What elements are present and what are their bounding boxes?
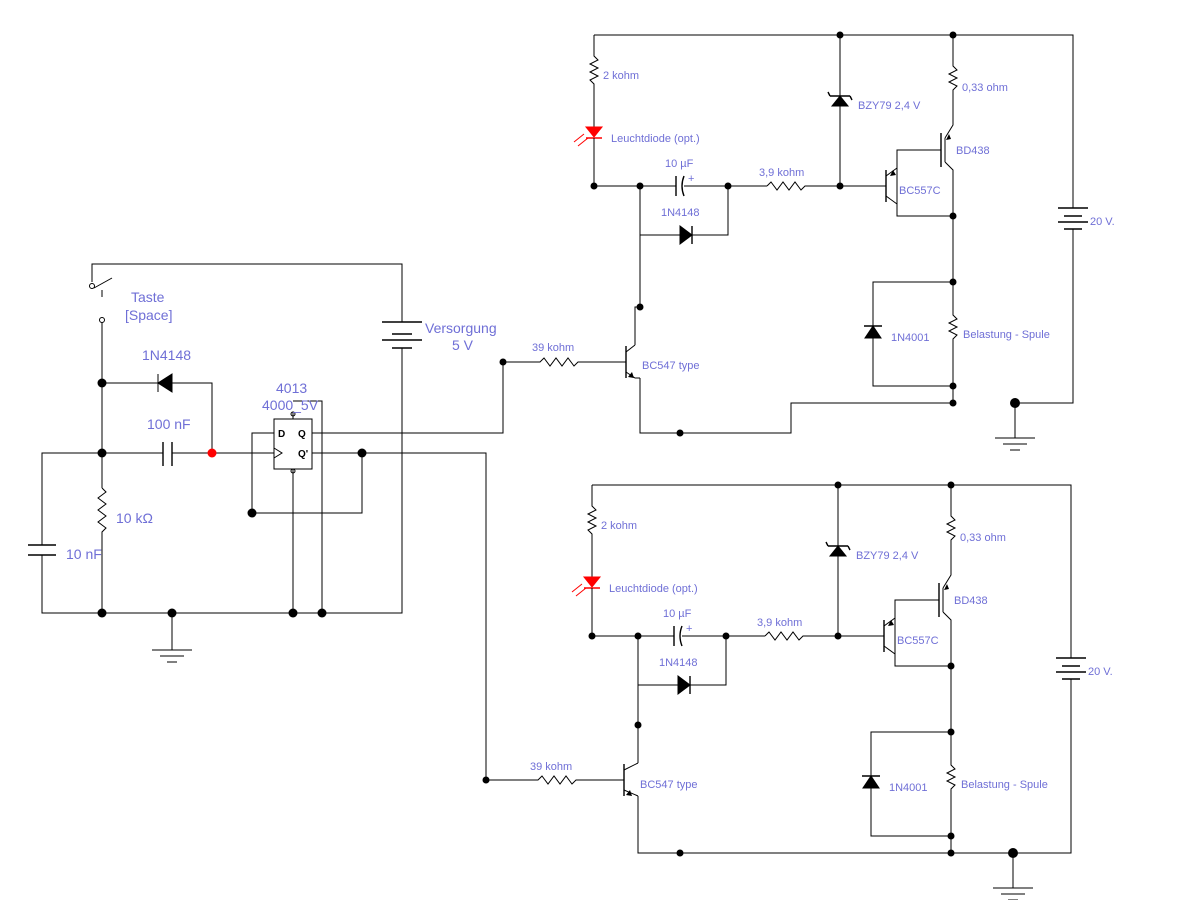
r-base-label: 3,9 kohm [759, 167, 804, 179]
load-label: Belastung - Spule [961, 779, 1048, 791]
trigger-diode [102, 373, 213, 453]
r-led-label: 2 kohm [601, 520, 637, 532]
supply-voltage: 5 V [452, 337, 474, 353]
trigger-node [207, 448, 217, 458]
ground-left [152, 613, 192, 663]
zener-label: BZY79 2,4 V [858, 100, 921, 112]
coupling-capacitor [102, 442, 274, 466]
pin-qn: Q' [298, 449, 308, 460]
pull-resistor-label: 10 kΩ [116, 510, 153, 526]
driver-stage-top: 2 kohm Leuchtdiode (opt.) 10 µF + 1N4148… [503, 31, 1115, 451]
battery-label: 20 V. [1090, 216, 1115, 228]
trigger-diode-label: 1N4148 [142, 347, 191, 363]
ic-label-2: 4000_5V [262, 397, 319, 413]
t-power-label: BD438 [956, 145, 990, 157]
t-input-label: BC547 type [642, 360, 699, 372]
battery-label: 20 V. [1088, 666, 1113, 678]
zener-label: BZY79 2,4 V [856, 550, 919, 562]
switch-label-1: Taste [131, 289, 165, 305]
cap-label: 10 µF [665, 158, 694, 170]
freewheel-label: 1N4001 [889, 782, 928, 794]
pin-q: Q [298, 429, 306, 440]
r-emitter-label: 0,33 ohm [960, 532, 1006, 544]
coupling-capacitor-label: 100 nF [147, 416, 191, 432]
supply-label: Versorgung [425, 320, 497, 336]
load-label: Belastung - Spule [963, 329, 1050, 341]
switch-label-2: [Space] [125, 307, 172, 323]
supply-battery [102, 318, 422, 614]
timing-capacitor-label: 10 nF [66, 546, 102, 562]
r-base-label: 3,9 kohm [757, 617, 802, 629]
led-label: Leuchtdiode (opt.) [611, 133, 700, 145]
r-emitter-label: 0,33 ohm [962, 82, 1008, 94]
ic-label-1: 4013 [276, 380, 307, 396]
timing-capacitor [28, 452, 102, 614]
pull-resistor [97, 487, 107, 613]
r-input-label: 39 kohm [532, 342, 574, 354]
r-led-label: 2 kohm [603, 70, 639, 82]
freewheel-label: 1N4001 [891, 332, 930, 344]
diode-label: 1N4148 [661, 207, 700, 219]
cap-label: 10 µF [663, 608, 692, 620]
diode-label: 1N4148 [659, 657, 698, 669]
cap-plus: + [686, 623, 692, 635]
t-driver-label: BC557C [899, 185, 941, 197]
push-switch[interactable] [89, 263, 403, 383]
led-label: Leuchtdiode (opt.) [609, 583, 698, 595]
driver-stage-bottom: 2 kohm Leuchtdiode (opt.) 10 µF + 1N4148… [503, 481, 1113, 900]
cap-plus: + [688, 173, 694, 185]
r-input-label: 39 kohm [530, 761, 572, 773]
trigger-section: Taste [Space] Versorgung 5 V 1N4148 100 … [28, 263, 507, 784]
t-driver-label: BC557C [897, 635, 939, 647]
t-power-label: BD438 [954, 595, 988, 607]
t-input-label: BC547 type [640, 779, 697, 791]
flip-flop-4013[interactable] [251, 362, 504, 781]
pin-d: D [278, 429, 285, 440]
